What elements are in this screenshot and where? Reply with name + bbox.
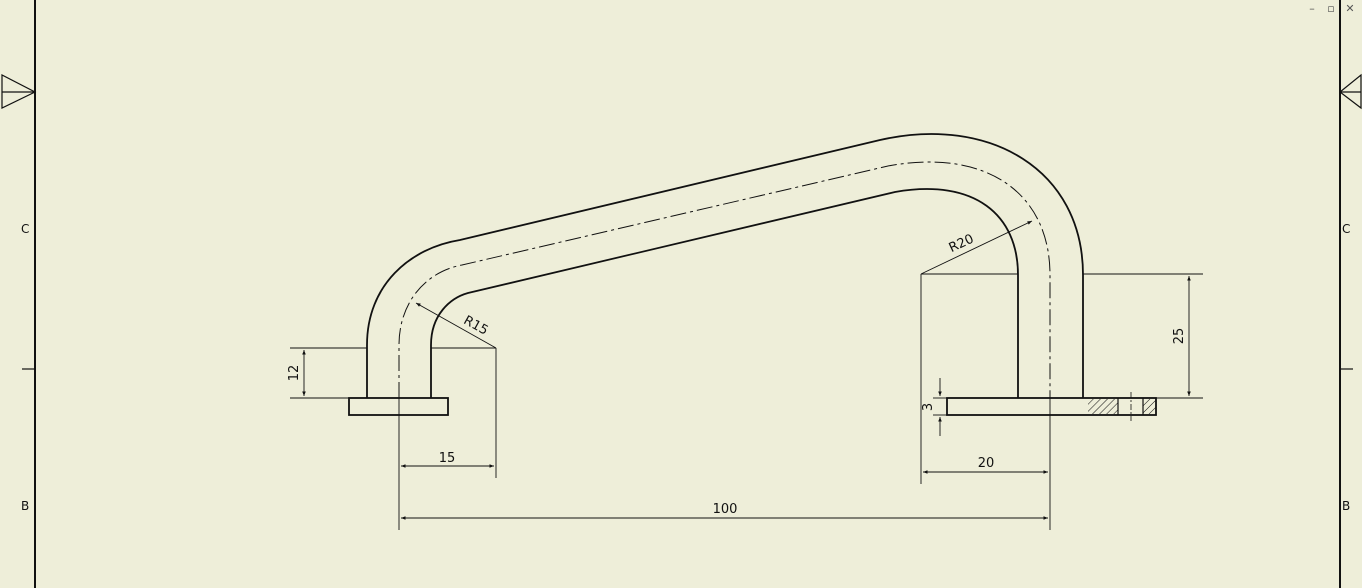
dim-label-r20: R20 [947, 232, 977, 256]
pipe-outer-contour [366, 133, 1084, 398]
zone-label-right-c: C [1342, 222, 1351, 236]
minimize-icon[interactable]: – [1309, 2, 1315, 15]
dim-label-12: 12 [287, 365, 302, 382]
dimension-20 [920, 273, 1051, 530]
sheet-border [34, 0, 1341, 588]
centering-mark-right [1339, 73, 1362, 110]
dim-label-20: 20 [978, 456, 995, 471]
dim-label-25: 25 [1172, 328, 1187, 345]
restore-icon[interactable]: ▫ [1327, 2, 1335, 15]
dimension-12 [290, 347, 367, 399]
dimension-r15-leader [415, 302, 497, 349]
pipe-centerline [398, 161, 1051, 398]
zone-label-right-b: B [1342, 499, 1351, 513]
left-flange [348, 397, 449, 416]
dim-label-100: 100 [713, 502, 738, 517]
zone-label-left-c: C [21, 222, 30, 236]
right-flange [946, 392, 1157, 421]
dim-label-r15: R15 [461, 313, 491, 339]
close-icon[interactable]: ✕ [1345, 2, 1355, 15]
dimension-r20-leader [920, 220, 1033, 275]
dimension-15 [398, 347, 497, 478]
zone-label-left-b: B [21, 499, 30, 513]
dim-label-15: 15 [439, 451, 456, 466]
dim-label-3: 3 [921, 403, 936, 411]
centering-mark-left [1, 74, 37, 109]
dimension-25 [1083, 273, 1203, 399]
dimension-3 [933, 378, 947, 436]
pipe-inner-contour [430, 188, 1019, 398]
dimension-100 [398, 478, 1048, 530]
